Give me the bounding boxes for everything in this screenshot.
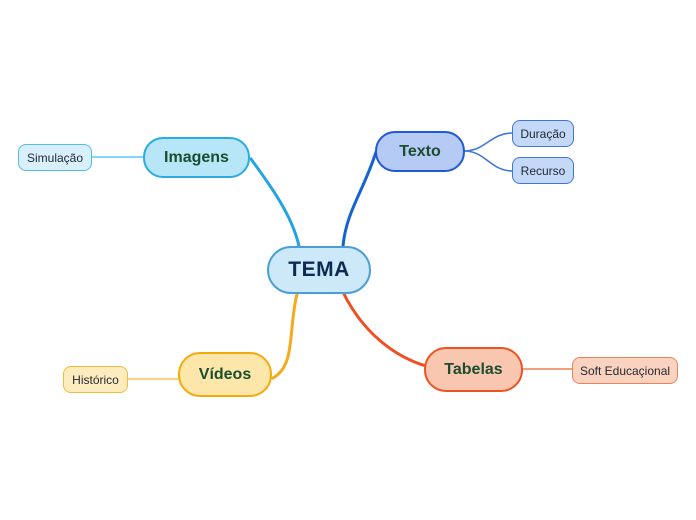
branch-node-tabelas[interactable]: Tabelas [424, 347, 523, 392]
child-node-historico[interactable]: Histórico [63, 366, 128, 393]
edge-tema-imagens [249, 157, 301, 248]
edge-tema-videos [271, 292, 299, 380]
child-node-simulacao[interactable]: Simulação [18, 144, 92, 171]
child-node-soft-educacional[interactable]: Soft Educaçional [572, 357, 678, 384]
branch-node-videos[interactable]: Vídeos [178, 352, 272, 397]
child-node-recurso[interactable]: Recurso [512, 157, 574, 184]
child-node-duracao[interactable]: Duração [512, 120, 574, 147]
branch-node-imagens[interactable]: Imagens [143, 137, 250, 178]
edge-texto-recurso [463, 150, 514, 172]
branch-node-texto[interactable]: Texto [375, 131, 465, 172]
edge-tema-texto [341, 150, 378, 248]
edge-tema-tabelas [342, 292, 428, 368]
root-node-tema[interactable]: TEMA [267, 246, 371, 294]
edge-texto-duracao [463, 132, 514, 152]
